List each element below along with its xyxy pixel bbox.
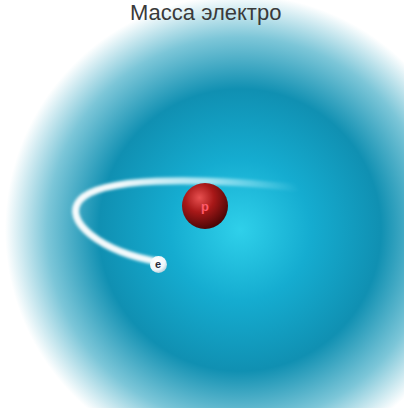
proton-label: p <box>201 200 209 213</box>
electron-circle: e <box>150 256 167 273</box>
electron-orbit <box>76 181 300 262</box>
proton-circle: p <box>182 183 228 229</box>
electron-label: e <box>155 259 161 270</box>
electron-body <box>150 256 167 273</box>
page-title: Масса электро <box>130 0 281 26</box>
proton-body <box>182 183 228 229</box>
